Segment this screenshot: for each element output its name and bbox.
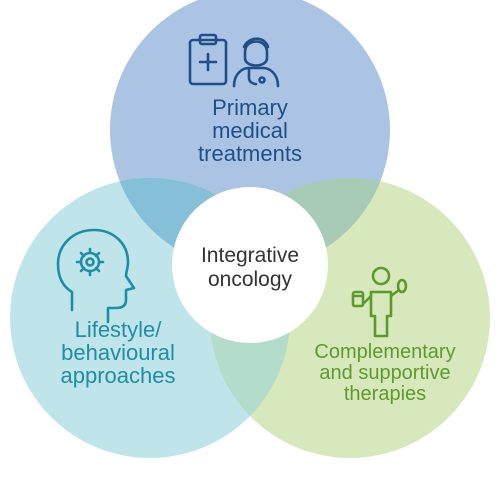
lifestyle-label-line-2: behavioural	[61, 340, 175, 366]
doctor-clipboard-icon	[188, 33, 280, 88]
center-label-line-2: oncology	[207, 268, 293, 292]
person-supplements-icon	[351, 266, 408, 338]
primary-medical-treatments-label: Primary medical treatments	[150, 96, 350, 165]
overlap-primary-lifestyle	[110, 178, 290, 270]
integrative-oncology-label: Integrative oncology	[176, 244, 324, 292]
center-label-line-1: Integrative	[200, 244, 300, 267]
lifestyle-label-line-1: Lifestyle/	[74, 317, 162, 342]
primary-label-line-2: medical	[212, 118, 288, 144]
complementary-label-line-3: therapies	[343, 383, 427, 405]
head-gear-icon	[56, 228, 136, 324]
center-circle	[172, 187, 328, 343]
primary-label-line-3: treatments	[198, 141, 302, 167]
complementary-label-line-2: and supportive	[319, 362, 451, 384]
primary-label-line-1: Primary	[212, 95, 288, 120]
complementary-label-line-1: Complementary	[314, 341, 456, 363]
lifestyle-label-line-3: approaches	[60, 363, 176, 389]
overlap-primary-complementary	[210, 178, 390, 270]
lifestyle-behavioural-label: Lifestyle/ behavioural approaches	[18, 318, 218, 387]
complementary-therapies-label: Complementary and supportive therapies	[285, 342, 485, 405]
